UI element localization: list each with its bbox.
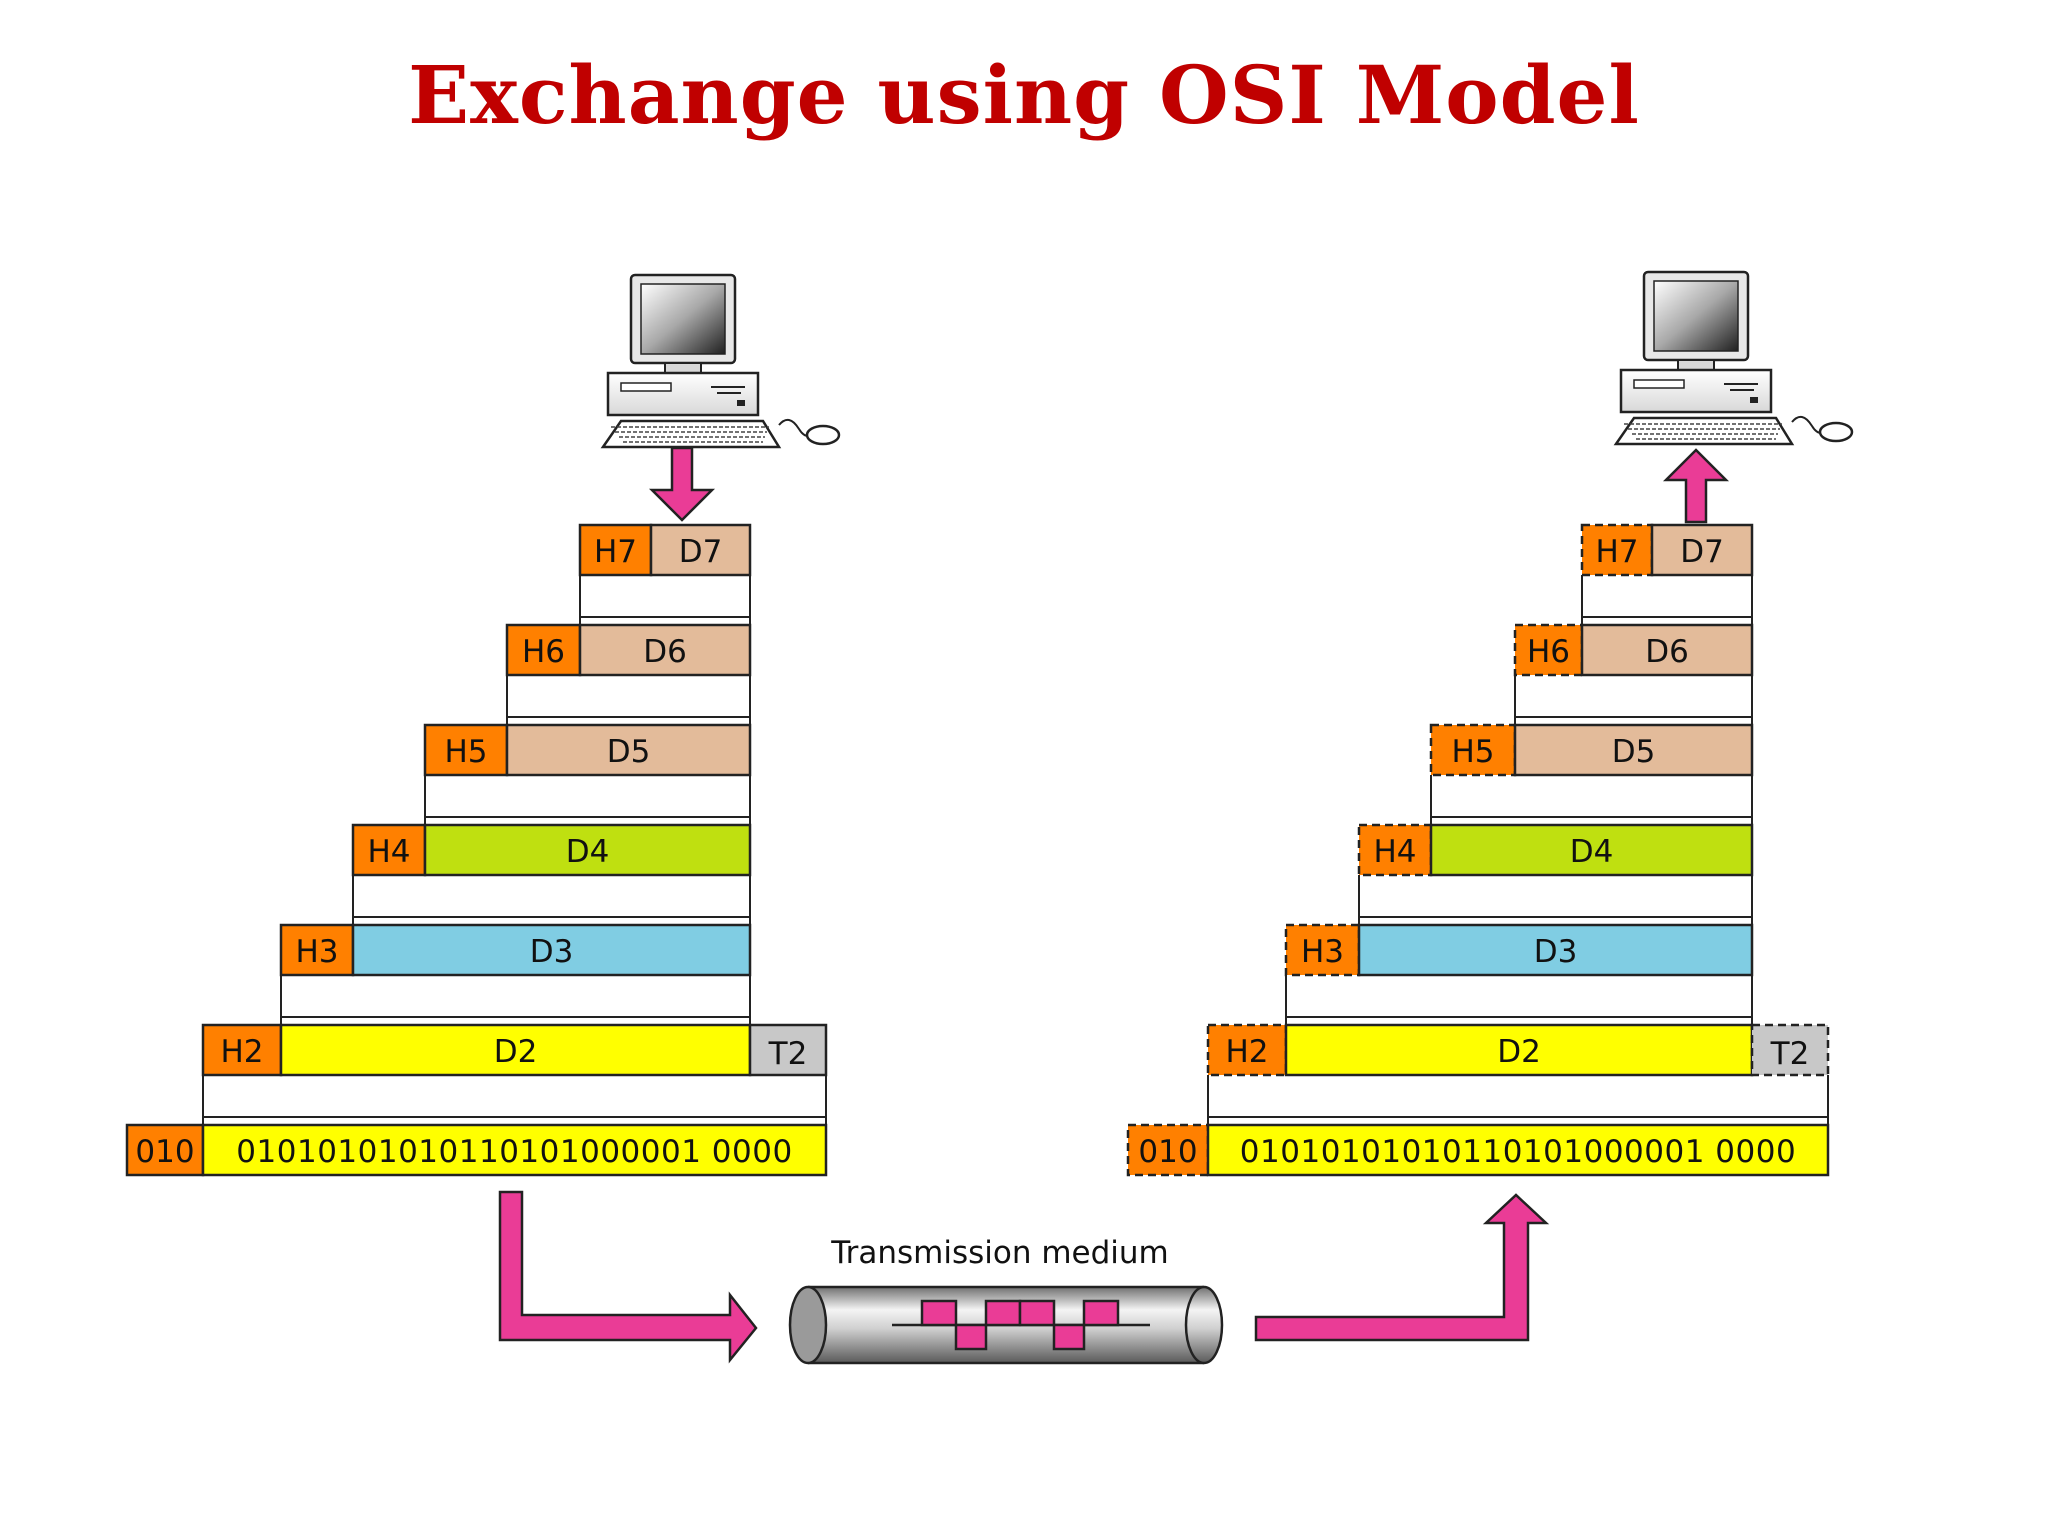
sender-data-label: D4	[566, 834, 610, 870]
sender-header-label: H4	[367, 834, 410, 870]
receiver-data-label: D5	[1612, 734, 1656, 770]
sender-layer-2: H2 D2 T2	[201, 1023, 828, 1125]
receiver-header-label: H4	[1373, 834, 1416, 870]
sender-header-6	[505, 623, 582, 677]
sender-data-label: D3	[530, 934, 574, 970]
sender-data-label: D7	[679, 534, 723, 570]
receiver-header-5	[1429, 723, 1517, 777]
receiver-header-label: H5	[1451, 734, 1494, 770]
receiver-data-4	[1429, 823, 1754, 877]
sender-trailer	[748, 1023, 828, 1077]
sender-computer-icon	[600, 273, 841, 449]
receiver-bracket	[1430, 775, 1753, 825]
receiver-header-label: H7	[1595, 534, 1638, 570]
sender-bracket	[579, 575, 751, 625]
receiver-header-6	[1513, 623, 1584, 677]
signal-pulse	[1052, 1323, 1086, 1351]
receiver-header-2	[1206, 1023, 1288, 1077]
receiver-bracket	[1514, 675, 1753, 725]
sender-layer-3: H3 D3	[279, 923, 752, 1025]
receiver-computer-icon	[1613, 270, 1854, 446]
sender-bracket	[506, 675, 751, 725]
sender-layer-7: H7 D7	[578, 523, 752, 625]
receiver-bracket	[1581, 575, 1753, 625]
sender-data-4	[423, 823, 752, 877]
receiver-data-label: D6	[1645, 634, 1689, 670]
sender-header-label: H3	[295, 934, 338, 970]
sender-layer-4: H4 D4	[351, 823, 752, 925]
sender-data-7	[649, 523, 752, 577]
receiver-header-label: H3	[1301, 934, 1344, 970]
receiver-layer-4: H4 D4	[1357, 823, 1754, 925]
receiver-trailer-label: T2	[1770, 1036, 1810, 1072]
sender-data-3	[351, 923, 752, 977]
sender-data-5	[505, 723, 752, 777]
sender-bracket	[202, 1075, 827, 1125]
receiver-bracket	[1358, 875, 1753, 925]
receiver-physical-layer: 010 01010101010110101000001 0000	[1126, 1123, 1830, 1177]
signal-pulse	[954, 1323, 988, 1351]
receiver-data-3	[1357, 923, 1754, 977]
sender-header-label: H6	[522, 634, 565, 670]
sender-to-medium-arrow-icon	[498, 1190, 758, 1364]
receiver-layer-3: H3 D3	[1284, 923, 1754, 1025]
sender-header-label: H5	[444, 734, 487, 770]
receiver-data-label: D4	[1570, 834, 1614, 870]
sender-physical-layer: 010 01010101010110101000001 0000	[125, 1123, 828, 1177]
receiver-trailer	[1750, 1023, 1830, 1077]
sender-data-label: D6	[643, 634, 687, 670]
sender-header-5	[423, 723, 509, 777]
sender-physical-bits-label: 01010101010110101000001 0000	[236, 1134, 792, 1170]
signal-pulse	[920, 1299, 958, 1327]
receiver-data-7	[1650, 523, 1754, 577]
receiver-layer-7: H7 D7	[1580, 523, 1754, 625]
sender-data-label: D5	[607, 734, 651, 770]
receiver-physical-bits	[1206, 1123, 1830, 1177]
sender-header-label: H7	[594, 534, 637, 570]
receiver-data-5	[1513, 723, 1754, 777]
receiver-data-6	[1580, 623, 1754, 677]
receiver-data-label: D2	[1497, 1034, 1541, 1070]
transmission-medium-pipe	[788, 1285, 1224, 1365]
receiver-header-label: H6	[1527, 634, 1570, 670]
sender-layer-6: H6 D6	[505, 623, 752, 725]
receiver-layer-6: H6 D6	[1513, 623, 1754, 725]
receiver-bracket	[1285, 975, 1753, 1025]
sender-trailer-label: T2	[768, 1036, 808, 1072]
receiver-data-label: D3	[1534, 934, 1578, 970]
receiver-data-2	[1284, 1023, 1754, 1077]
sender-data-label: D2	[494, 1034, 538, 1070]
receiver-physical-prefix-label: 010	[1138, 1134, 1197, 1170]
receiver-physical-bits-label: 01010101010110101000001 0000	[1240, 1134, 1796, 1170]
page-title: Exchange using OSI Model	[408, 48, 1640, 142]
signal-pulse	[984, 1299, 1022, 1327]
receiver-physical-prefix	[1126, 1123, 1210, 1177]
sender-physical-prefix-label: 010	[135, 1134, 194, 1170]
receiver-bracket	[1207, 1075, 1829, 1125]
sender-layer-5: H5 D5	[423, 723, 752, 825]
up-arrow-icon	[1662, 448, 1730, 524]
sender-data-2	[279, 1023, 752, 1077]
medium-label: Transmission medium	[830, 1235, 1169, 1271]
sender-bracket	[352, 875, 751, 925]
receiver-layer-5: H5 D5	[1429, 723, 1754, 825]
signal-pulse	[1082, 1299, 1120, 1327]
sender-header-7	[578, 523, 653, 577]
sender-header-2	[201, 1023, 283, 1077]
sender-physical-bits	[201, 1123, 828, 1177]
receiver-layer-2: H2 D2 T2	[1206, 1023, 1830, 1125]
receiver-header-label: H2	[1225, 1034, 1268, 1070]
sender-bracket	[424, 775, 751, 825]
medium-to-receiver-arrow-icon	[1254, 1193, 1550, 1342]
sender-physical-prefix	[125, 1123, 205, 1177]
sender-header-label: H2	[220, 1034, 263, 1070]
down-arrow-icon	[648, 446, 716, 522]
sender-bracket	[280, 975, 751, 1025]
sender-data-6	[578, 623, 752, 677]
signal-pulse	[1018, 1299, 1056, 1327]
receiver-header-7	[1580, 523, 1654, 577]
receiver-data-label: D7	[1680, 534, 1724, 570]
